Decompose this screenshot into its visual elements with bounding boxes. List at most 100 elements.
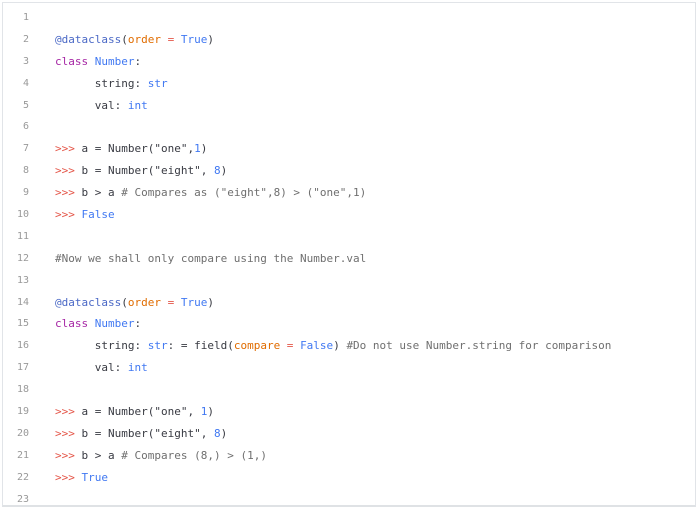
code-token: #Do not use Number.string for comparison: [346, 339, 612, 353]
line-code: string: str: = field(compare = False) #D…: [55, 335, 612, 357]
code-line: 1: [3, 7, 695, 29]
code-token: =: [280, 339, 301, 353]
code-token: ): [220, 164, 228, 178]
code-token: >>>: [55, 470, 82, 484]
code-token: False: [81, 208, 115, 222]
code-token: # Compares (8,) > (1,): [121, 448, 267, 462]
code-token: ): [220, 426, 228, 440]
line-code: >>> False: [55, 204, 115, 226]
code-token: str: [147, 76, 168, 90]
code-token: ): [207, 32, 214, 46]
code-token: string:: [55, 76, 148, 90]
code-line: 9 >>> b > a # Compares as ("eight",8) > (…: [3, 182, 695, 204]
code-token: (: [121, 295, 128, 309]
code-token: "one": [154, 405, 188, 419]
code-line: 21>>> b > a # Compares (8,) > (1,): [3, 445, 695, 467]
code-token: False: [300, 339, 334, 353]
code-token: #Now we shall only compare using the Num…: [55, 251, 367, 265]
code-token: int: [127, 98, 148, 112]
code-token: :: [134, 54, 142, 68]
code-token: (: [121, 32, 128, 46]
line-code: val: int: [55, 357, 148, 379]
line-number: 16: [16, 340, 29, 352]
code-line: 18: [3, 379, 695, 401]
code-token: b = Number(: [81, 164, 155, 178]
code-token: ): [207, 295, 214, 309]
code-token: =: [160, 32, 181, 46]
code-token: ,: [187, 142, 195, 156]
code-token: >>>: [55, 186, 82, 200]
code-token: ,: [200, 164, 214, 178]
line-number: 21: [16, 449, 29, 461]
code-token: True: [180, 32, 208, 46]
code-token: ): [207, 405, 214, 419]
line-number: 17: [16, 362, 29, 374]
line-number: 15: [16, 318, 29, 330]
line-number: 9: [22, 187, 29, 199]
line-code: class Number:: [55, 51, 141, 73]
code-token: order: [127, 295, 161, 309]
code-token: ,: [200, 426, 214, 440]
code-line: 22 >>> True: [3, 467, 695, 489]
code-token: val:: [55, 361, 128, 375]
code-token: order: [127, 32, 161, 46]
code-line: 2 @dataclass(order = True): [3, 29, 695, 51]
code-line: 23: [3, 489, 695, 505]
line-code: >>> b = Number("eight", 8): [55, 160, 227, 182]
code-line: 7>>> a = Number("one",1): [3, 138, 695, 160]
code-line: 16 string: str: = field(compare = False)…: [3, 335, 695, 357]
code-token: 8: [213, 426, 221, 440]
line-number: 20: [16, 427, 29, 439]
line-code: string: str: [55, 73, 168, 95]
line-code: >>> True: [55, 467, 108, 489]
line-code: @dataclass(order = True): [55, 29, 214, 51]
code-token: b > a: [81, 448, 122, 462]
code-token: ): [200, 142, 208, 156]
code-token: =: [160, 295, 181, 309]
code-token: int: [127, 361, 148, 375]
code-line: 4 string: str: [3, 73, 695, 95]
line-number: 2: [22, 33, 29, 45]
code-token: >>>: [55, 405, 82, 419]
line-code: >>> b = Number("eight", 8): [55, 423, 227, 445]
code-token: >>>: [55, 426, 82, 440]
code-line: 17 val: int: [3, 357, 695, 379]
code-token: 1: [200, 405, 208, 419]
line-code: >>> b > a # Compares as ("eight",8) > ("…: [55, 182, 366, 204]
code-token: @dataclass: [55, 32, 122, 46]
code-line: 15 class Number:: [3, 313, 695, 335]
line-number: 22: [16, 471, 29, 483]
code-line: 8>>> b = Number("eight", 8): [3, 160, 695, 182]
line-number: 13: [16, 274, 29, 286]
code-line: 5 val: int: [3, 95, 695, 117]
code-token: compare: [233, 339, 281, 353]
code-token: a = Number(: [81, 405, 155, 419]
code-token: str: [147, 339, 168, 353]
code-token: "eight": [154, 426, 201, 440]
code-line: 13: [3, 270, 695, 292]
code-token: val:: [55, 98, 128, 112]
line-number: 1: [22, 12, 29, 23]
code-token: class: [55, 317, 89, 331]
code-token: True: [180, 295, 208, 309]
code-line: 12 #Now we shall only compare using the N…: [3, 248, 695, 270]
code-token: # Compares as ("eight",8) > ("one",1): [121, 186, 367, 200]
code-token: "one": [154, 142, 188, 156]
line-number: 4: [22, 77, 29, 89]
line-code: #Now we shall only compare using the Num…: [55, 248, 366, 270]
code-line: 10>>> False: [3, 204, 695, 226]
code-token: Number: [88, 54, 135, 68]
code-token: >>>: [55, 164, 82, 178]
line-number: 12: [16, 252, 29, 264]
code-token: @dataclass: [55, 295, 122, 309]
code-token: 1: [194, 142, 201, 156]
code-token: b = Number(: [81, 426, 155, 440]
line-number: 14: [16, 296, 29, 308]
code-line: 6: [3, 116, 695, 138]
code-token: True: [81, 470, 109, 484]
line-code: class Number:: [55, 313, 141, 335]
code-line: 19>>> a = Number("one", 1): [3, 401, 695, 423]
